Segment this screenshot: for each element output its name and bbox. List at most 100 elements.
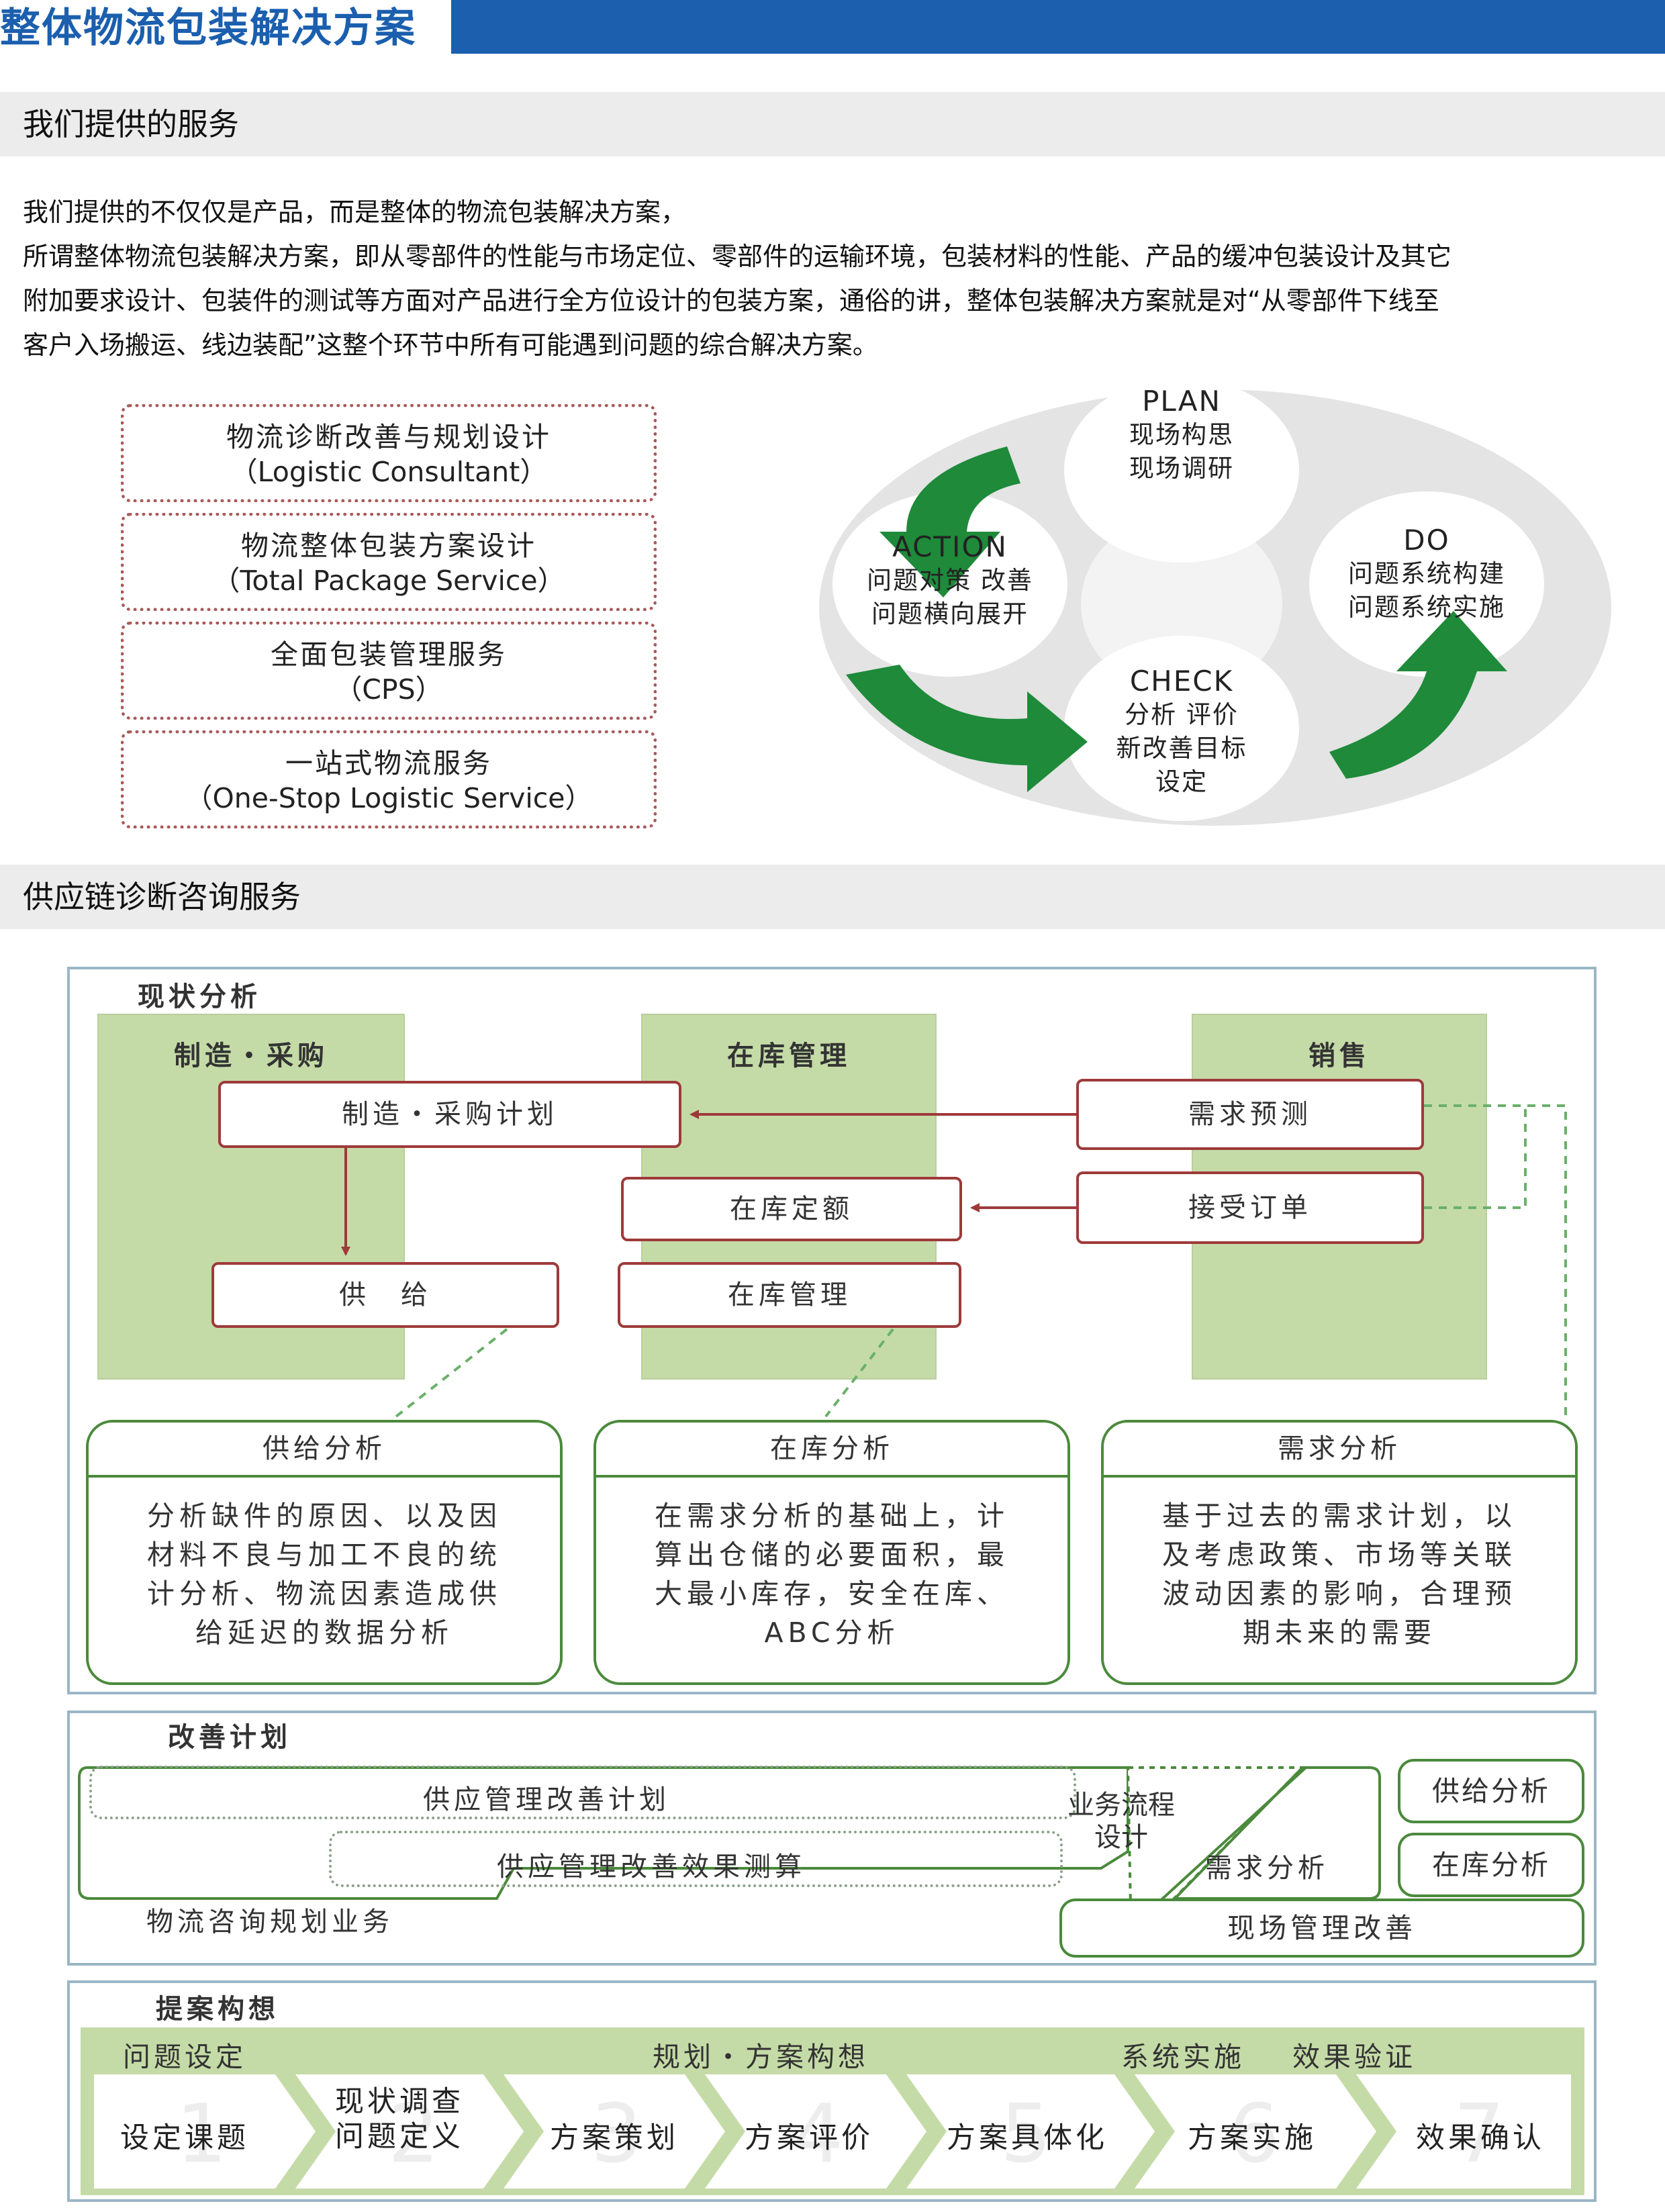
status-analysis-label: 现状分析	[138, 981, 261, 1012]
step-chevron	[295, 2074, 524, 2189]
box-receive-orders: 接受订单	[1076, 1171, 1424, 1244]
arrow-action-to-check-icon	[846, 665, 1088, 792]
service-en: （One-Stop Logistic Service）	[185, 782, 593, 814]
pdca-cycle-diagram	[819, 377, 1611, 826]
step-evaluation: 方案评价	[745, 2121, 873, 2155]
intro-line-3: 附加要求设计、包装件的测试等方面对产品进行全方位设计的包装方案，通俗的讲，整体包…	[23, 286, 1439, 316]
step-number-2: 2	[388, 2088, 440, 2181]
flow-design-line: 业务流程	[1067, 1790, 1175, 1821]
analysis-line: 计分析、物流因素造成供	[147, 1578, 502, 1610]
step-number-7: 7	[1454, 2088, 1505, 2181]
column-head-inventory: 在库管理	[727, 1041, 851, 1071]
supply-improve-plan-box	[89, 1766, 1076, 1819]
analysis-supply: 供给分析 分析缺件的原因、以及因 材料不良与加工不良的统 计分析、物流因素造成供…	[86, 1420, 563, 1685]
column-head-manufacturing: 制造・采购	[174, 1041, 328, 1071]
step-chevron	[705, 2074, 926, 2189]
pdca-plan-line: 现场调研	[1129, 454, 1234, 483]
pdca-node-do	[1309, 491, 1544, 677]
pdca-check-line: 新改善目标	[1116, 734, 1247, 763]
pdca-check-line: 设定	[1155, 767, 1208, 796]
step-chevron	[1135, 2074, 1376, 2189]
demand-analysis-text: 需求分析	[1205, 1853, 1329, 1884]
intro-line-2: 所谓整体物流包装解决方案，即从零部件的性能与市场定位、零部件的运输环境，包装材料…	[23, 242, 1452, 271]
pdca-do-line: 问题系统构建	[1348, 559, 1505, 588]
pdca-plan-label: PLAN 现场构思 现场调研	[1061, 385, 1302, 485]
pdca-action-line: 问题横向展开	[871, 599, 1029, 628]
analysis-line: 大最小库存，安全在库、	[655, 1578, 1009, 1610]
analysis-stock: 在库分析 在需求分析的基础上，计 算出仓储的必要面积，最 大最小库存，安全在库、…	[593, 1420, 1070, 1685]
flow-design-text: 业务流程 设计	[1054, 1789, 1188, 1854]
section-bar-supply-chain	[0, 865, 1665, 929]
dotted-link-stock	[824, 1328, 894, 1418]
pdca-do-line: 问题系统实施	[1348, 593, 1505, 622]
phase-planning: 规划・方案构想	[653, 2041, 869, 2073]
analysis-line: 算出仓储的必要面积，最	[655, 1539, 1009, 1571]
box-procurement-plan: 制造・采购计划	[218, 1081, 681, 1148]
pdca-node-check	[1064, 636, 1299, 821]
step-survey: 现状调查 问题定义	[316, 2084, 483, 2154]
pdca-action-line: 问题对策 改善	[867, 566, 1033, 595]
step-number-1: 1	[176, 2088, 228, 2181]
service-item-consultant: 物流诊断改善与规划设计 （Logistic Consultant）	[121, 404, 657, 502]
step-set-topic: 设定课题	[120, 2121, 249, 2155]
phase-verification: 效果验证	[1292, 2041, 1416, 2073]
pdca-action-label: ACTION 问题对策 改善 问题横向展开	[822, 530, 1078, 631]
dotted-link-forecast	[1424, 1104, 1567, 1422]
pdca-check-label: CHECK 分析 评价 新改善目标 设定	[1061, 665, 1302, 799]
analysis-line: 波动因素的影响，合理预	[1162, 1578, 1517, 1610]
pdca-action-title: ACTION	[892, 530, 1008, 563]
improvement-plan-label: 改善计划	[168, 1722, 291, 1753]
consult-outline	[78, 1766, 1129, 1900]
analysis-line: ABC分析	[764, 1617, 900, 1649]
service-en: （Logistic Consultant）	[230, 456, 548, 488]
analysis-stock-title: 在库分析	[596, 1423, 1067, 1478]
service-cn: 一站式物流服务	[285, 747, 492, 779]
analysis-line: 在需求分析的基础上，计	[655, 1500, 1009, 1532]
step-confirm: 效果确认	[1416, 2121, 1545, 2155]
step-chevron	[94, 2074, 316, 2189]
pdca-do-title: DO	[1403, 524, 1450, 557]
site-management-box: 现场管理改善	[1059, 1898, 1584, 1958]
step-chevron	[1356, 2074, 1571, 2189]
dotted-link-supply	[395, 1328, 508, 1418]
supply-improve-measure-text: 供应管理改善效果测算	[497, 1852, 806, 1882]
service-cn: 物流整体包装方案设计	[241, 530, 536, 562]
consult-planning-text: 物流咨询规划业务	[146, 1907, 393, 1937]
box-stock-management: 在库管理	[618, 1262, 961, 1328]
service-cn: 全面包装管理服务	[271, 638, 507, 671]
dotted-link-order	[1424, 1106, 1527, 1209]
service-cn: 物流诊断改善与规划设计	[226, 421, 551, 453]
service-en: （CPS）	[334, 673, 443, 706]
pdca-check-title: CHECK	[1129, 665, 1234, 698]
section-title-supply-chain: 供应链诊断咨询服务	[23, 879, 301, 915]
proposal-label: 提案构想	[156, 1994, 279, 2025]
service-item-onestop: 一站式物流服务 （One-Stop Logistic Service）	[121, 730, 657, 828]
phase-implementation: 系统实施	[1121, 2041, 1245, 2073]
analysis-line: 分析缺件的原因、以及因	[147, 1500, 502, 1532]
intro-line-4: 客户入场搬运、线边装配”这整个环节中所有可能遇到问题的综合解决方案。	[23, 330, 878, 360]
analysis-line: 期未来的需要	[1243, 1617, 1436, 1649]
analysis-supply-title: 供给分析	[89, 1423, 560, 1478]
step-implement: 方案实施	[1188, 2121, 1317, 2155]
column-head-sales: 销售	[1309, 1041, 1370, 1071]
section-title-services: 我们提供的服务	[23, 106, 239, 142]
step-number-6: 6	[1229, 2088, 1280, 2181]
pdca-node-plan	[1064, 377, 1299, 563]
analysis-line: 及考虑政策、市场等关联	[1162, 1539, 1517, 1571]
step-chevron	[906, 2074, 1155, 2189]
arrow-check-to-do-icon	[1329, 611, 1507, 779]
step-number-5: 5	[1000, 2088, 1052, 2181]
flow-design-line: 设计	[1094, 1822, 1148, 1853]
service-item-cps: 全面包装管理服务 （CPS）	[121, 622, 657, 720]
box-stock-quota: 在库定额	[621, 1177, 962, 1241]
demand-analysis-shape	[1172, 1766, 1381, 1900]
diagonal-divider	[1147, 1766, 1307, 1913]
step-line: 现状调查	[335, 2085, 464, 2119]
analysis-line: 材料不良与加工不良的统	[147, 1539, 502, 1571]
pdca-check-line: 分析 评价	[1125, 700, 1239, 729]
analysis-demand: 需求分析 基于过去的需求计划，以 及考虑政策、市场等关联 波动因素的影响，合理预…	[1101, 1420, 1578, 1685]
status-connectors	[341, 1104, 1567, 1422]
supply-analysis-box: 供给分析	[1398, 1759, 1584, 1823]
header-accent-bar	[451, 0, 1665, 54]
service-en: （Total Package Service）	[212, 565, 565, 597]
